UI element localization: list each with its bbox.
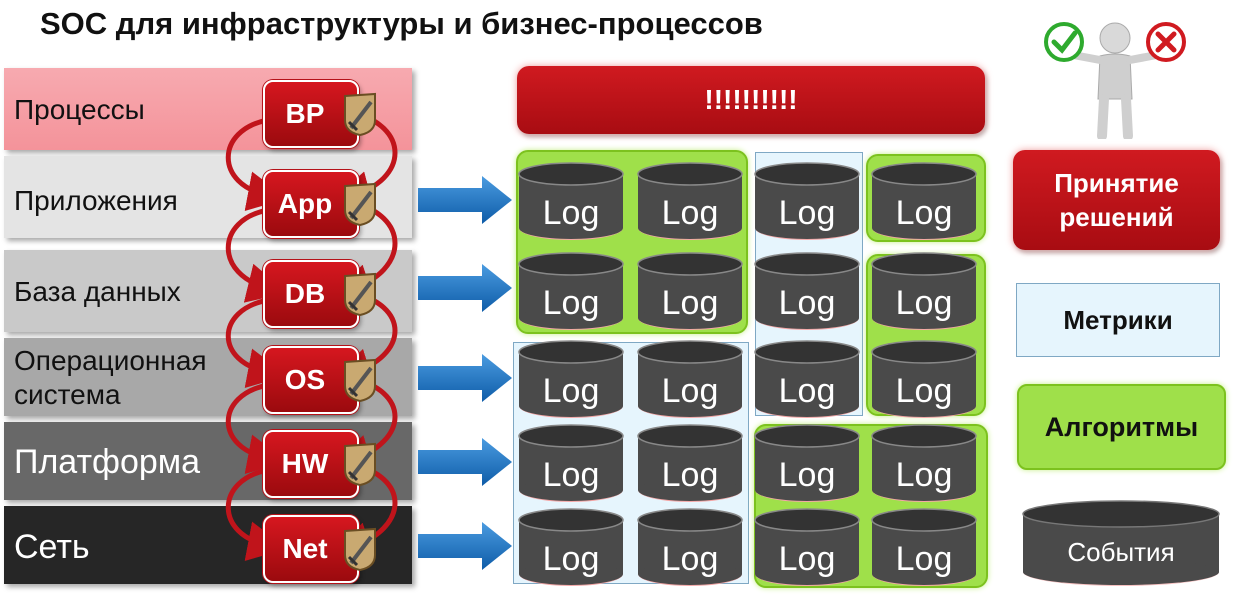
log-cylinder: Log	[636, 508, 744, 588]
arrow-right-icon	[418, 522, 512, 570]
log-cylinder: Log	[870, 252, 978, 332]
cross-icon	[1148, 24, 1184, 60]
log-label: Log	[870, 534, 978, 584]
log-label: Log	[517, 450, 625, 500]
log-cylinder: Log	[753, 508, 861, 588]
log-label: Log	[636, 278, 744, 328]
log-label: Log	[517, 534, 625, 584]
log-cylinder: Log	[753, 424, 861, 504]
log-cylinder: Log	[870, 162, 978, 242]
log-cylinder: Log	[753, 340, 861, 420]
log-cylinder: Log	[517, 424, 625, 504]
arrow-right-icon	[418, 354, 512, 402]
person-figure-icon	[1040, 14, 1190, 139]
alarm-bar: !!!!!!!!!!	[517, 66, 985, 134]
log-cylinder: Log	[517, 162, 625, 242]
log-cylinder: Log	[517, 340, 625, 420]
log-label: Log	[636, 450, 744, 500]
log-label: Log	[870, 278, 978, 328]
log-label: Log	[753, 450, 861, 500]
log-label: Log	[517, 188, 625, 238]
log-cylinder: Log	[870, 424, 978, 504]
check-icon	[1046, 24, 1082, 60]
log-label: Log	[753, 188, 861, 238]
log-cylinder: Log	[636, 162, 744, 242]
legend-metrics: Метрики	[1016, 283, 1220, 357]
log-cylinder: Log	[753, 252, 861, 332]
log-cylinder: Log	[636, 252, 744, 332]
log-label: Log	[517, 278, 625, 328]
log-cylinder: Log	[636, 424, 744, 504]
legend-algorithms: Алгоритмы	[1017, 384, 1226, 470]
log-label: Log	[870, 188, 978, 238]
log-label: Log	[636, 188, 744, 238]
log-cylinder: Log	[870, 340, 978, 420]
log-label: Log	[870, 366, 978, 416]
log-cylinder: Log	[517, 252, 625, 332]
log-label: Log	[517, 366, 625, 416]
log-cylinder: Log	[870, 508, 978, 588]
log-cylinder: Log	[517, 508, 625, 588]
arrow-right-icon	[418, 438, 512, 486]
log-label: Log	[753, 366, 861, 416]
arrow-right-icon	[418, 176, 512, 224]
log-label: Log	[753, 278, 861, 328]
log-label: Log	[753, 534, 861, 584]
log-label: Log	[636, 534, 744, 584]
legend-decision: Принятие решений	[1013, 150, 1220, 250]
arrow-right-icon	[418, 264, 512, 312]
flow-arrows	[0, 0, 520, 596]
log-cylinder: Log	[753, 162, 861, 242]
log-cylinder: Log	[636, 340, 744, 420]
legend-events: События	[1021, 500, 1221, 588]
events-label: События	[1021, 532, 1221, 572]
log-label: Log	[636, 366, 744, 416]
log-label: Log	[870, 450, 978, 500]
